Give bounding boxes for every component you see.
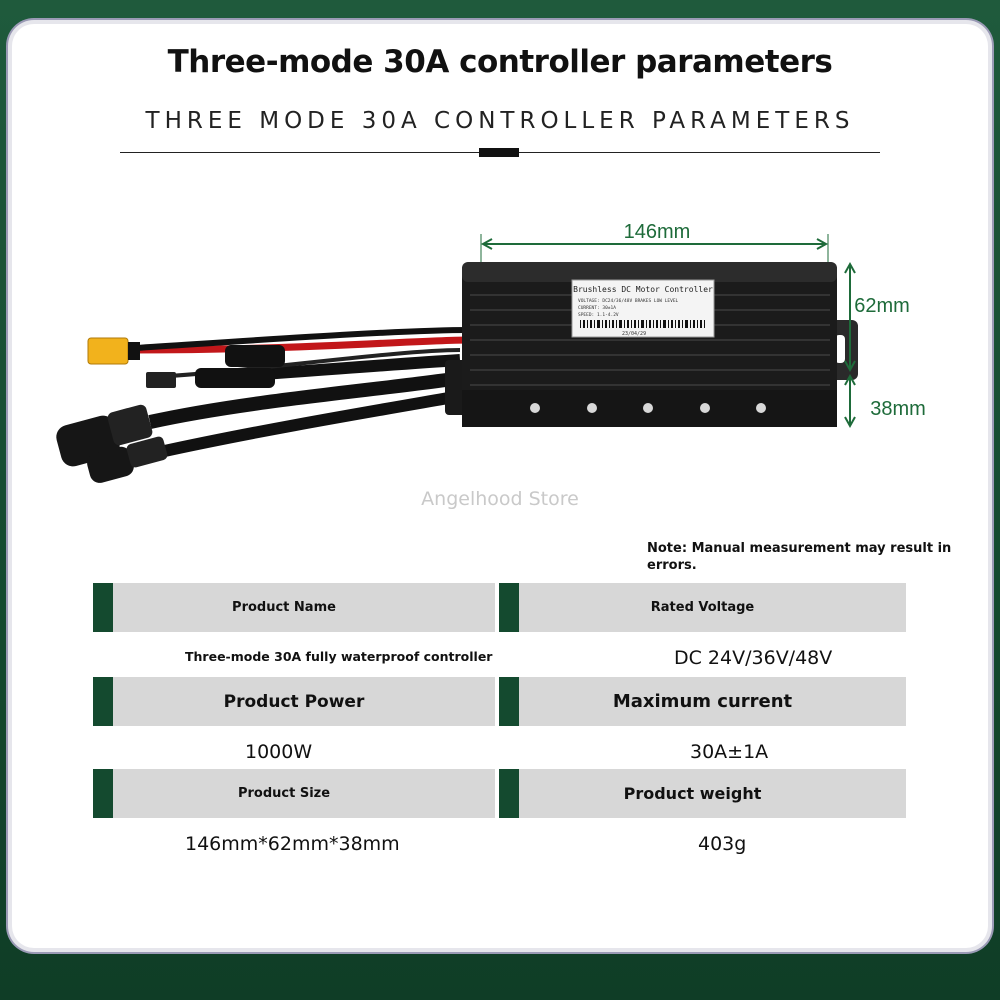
rated-voltage-label: Rated Voltage — [650, 600, 755, 615]
sticker-current: CURRENT: 30±1A — [578, 305, 616, 311]
rated-voltage-value: DC 24V/36V/48V — [674, 647, 833, 669]
product-power-label: Product Power — [223, 691, 365, 712]
sticker-speed: SPEED: 1.1-4.2V — [578, 312, 619, 318]
waterproof-plug-small — [87, 446, 134, 483]
length-dimension-label: 146mm — [624, 221, 691, 243]
measurement-note: Note: Manual measurement may result in e… — [647, 541, 952, 573]
height-dimension-arrow — [844, 373, 856, 429]
product-name-header: Product Name — [93, 583, 495, 632]
sticker-voltage: VOLTAGE: DC24/36/48V BRAKES LOW LEVEL — [578, 298, 679, 304]
sticker-date: 23/04/29 — [622, 331, 646, 337]
barcode — [580, 320, 705, 328]
product-weight-value: 403g — [698, 833, 747, 855]
controller-product-image: Brushless DC Motor Controller VOLTAGE: D… — [56, 221, 926, 483]
product-size-value: 146mm*62mm*38mm — [185, 833, 400, 855]
maximum-current-value: 30A±1A — [690, 741, 769, 763]
product-size-label: Product Size — [237, 786, 331, 801]
product-name-value: Three-mode 30A fully waterproof controll… — [185, 649, 493, 664]
product-name-label: Product Name — [232, 600, 336, 615]
length-dimension-arrow — [480, 234, 829, 262]
product-size-header: Product Size — [93, 769, 495, 818]
page-subtitle: THREE MODE 30A CONTROLLER PARAMETERS — [145, 108, 855, 134]
page-title: Three-mode 30A controller parameters — [167, 44, 833, 80]
maximum-current-label: Maximum current — [612, 691, 793, 712]
height-dimension-label: 38mm — [870, 398, 926, 420]
width-dimension-label: 62mm — [854, 295, 910, 317]
sticker-title: Brushless DC Motor Controller — [573, 285, 713, 294]
rated-voltage-header: Rated Voltage — [499, 583, 906, 632]
xt60-connector — [87, 337, 129, 365]
maximum-current-header: Maximum current — [499, 677, 906, 726]
product-weight-header: Product weight — [499, 769, 906, 818]
width-dimension-arrow — [844, 261, 856, 373]
product-power-header: Product Power — [93, 677, 495, 726]
mounting-screws — [530, 403, 766, 413]
store-watermark: Angelhood Store — [421, 488, 579, 510]
product-weight-label: Product weight — [623, 784, 762, 803]
inline-connector — [225, 345, 285, 367]
product-power-value: 1000W — [245, 741, 313, 763]
divider-accent — [479, 148, 519, 157]
